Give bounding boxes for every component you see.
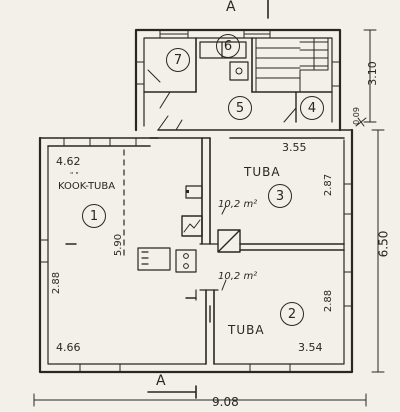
window-upper-right <box>243 29 271 39</box>
stove-block <box>175 249 197 273</box>
wall-room1-top <box>39 137 159 147</box>
room2-side-dim: 2.88 <box>323 289 335 313</box>
room3-number: 3 <box>268 184 292 208</box>
window-room2-bottom <box>249 363 291 373</box>
room2-number: 2 <box>280 302 304 326</box>
dim-wall-tick <box>355 117 367 127</box>
room3-area: 10,2 m² <box>218 199 258 210</box>
area-arrow-room3 <box>221 205 227 215</box>
dim-upper-line <box>363 29 377 123</box>
counter-block <box>137 247 171 271</box>
upper-depth-label: 3.10 <box>365 61 379 86</box>
window-room1-bottom <box>79 363 121 373</box>
room5-number: 5 <box>228 96 252 120</box>
window-upper-left <box>159 29 189 39</box>
room2-bottom-dim: 3.54 <box>298 341 323 354</box>
window-room1-top-b <box>109 137 137 147</box>
door-room7 <box>147 69 171 109</box>
section-mark-top: A <box>226 0 236 15</box>
room7-number: 7 <box>166 48 190 72</box>
wall-thickness-label: 0.09 <box>351 107 361 125</box>
wall-hall-bottom <box>149 129 353 139</box>
central-heater <box>217 229 241 253</box>
chimney-small <box>185 185 203 199</box>
room3-side-dim: 2.87 <box>323 173 335 197</box>
room3-top-dim: 3.55 <box>282 141 307 154</box>
door-hall-left <box>157 115 183 131</box>
dim-right-line <box>371 129 385 373</box>
area-arrow-room2 <box>221 279 227 291</box>
window-room1-left <box>39 239 49 263</box>
chimney-zigzag <box>183 219 201 233</box>
window-upper-side-right <box>331 61 341 87</box>
wall-right-outer <box>208 128 354 374</box>
window-room3-right <box>343 183 353 215</box>
wall-left-outer <box>38 136 212 374</box>
section-line-bottom <box>147 385 197 399</box>
wall-upper-inner <box>143 37 333 127</box>
door-hall-right <box>283 107 297 123</box>
dim-bottom-line <box>33 393 367 407</box>
room2-area: 10,2 m² <box>218 271 258 282</box>
room3-label: TUBA <box>244 165 281 179</box>
overall-width-label: 9.08 <box>212 395 239 409</box>
room4-number: 4 <box>300 96 324 120</box>
wall-left-inner <box>47 145 207 365</box>
wall-upper-outer <box>134 28 342 132</box>
window-upper-side-left <box>135 61 145 85</box>
wall-central <box>201 137 211 245</box>
wall-central-lower <box>205 289 215 365</box>
window-room1-top-a <box>63 137 91 147</box>
room1-side-dim-a: 5.90 <box>113 233 125 257</box>
overall-height-label: 6.50 <box>376 230 391 258</box>
room6-number: 6 <box>216 34 240 58</box>
room1-bottom-dim: 4.66 <box>56 341 81 354</box>
stairs <box>255 37 329 93</box>
room1-side-dim-b: 2.88 <box>51 271 63 295</box>
wall-room3-room2 <box>239 243 345 251</box>
room1-top-dim: 4.62 <box>56 155 81 168</box>
stove <box>229 61 249 81</box>
window-room2-right <box>343 271 353 307</box>
room1-number: 1 <box>82 204 106 228</box>
room1-ditto: " " <box>70 171 79 179</box>
room1-label: KOOK-TUBA <box>58 181 116 192</box>
chimney <box>181 215 203 237</box>
section-mark-bottom: A <box>156 373 166 389</box>
room2-label: TUBA <box>228 323 265 337</box>
wall-right-inner <box>213 139 345 365</box>
